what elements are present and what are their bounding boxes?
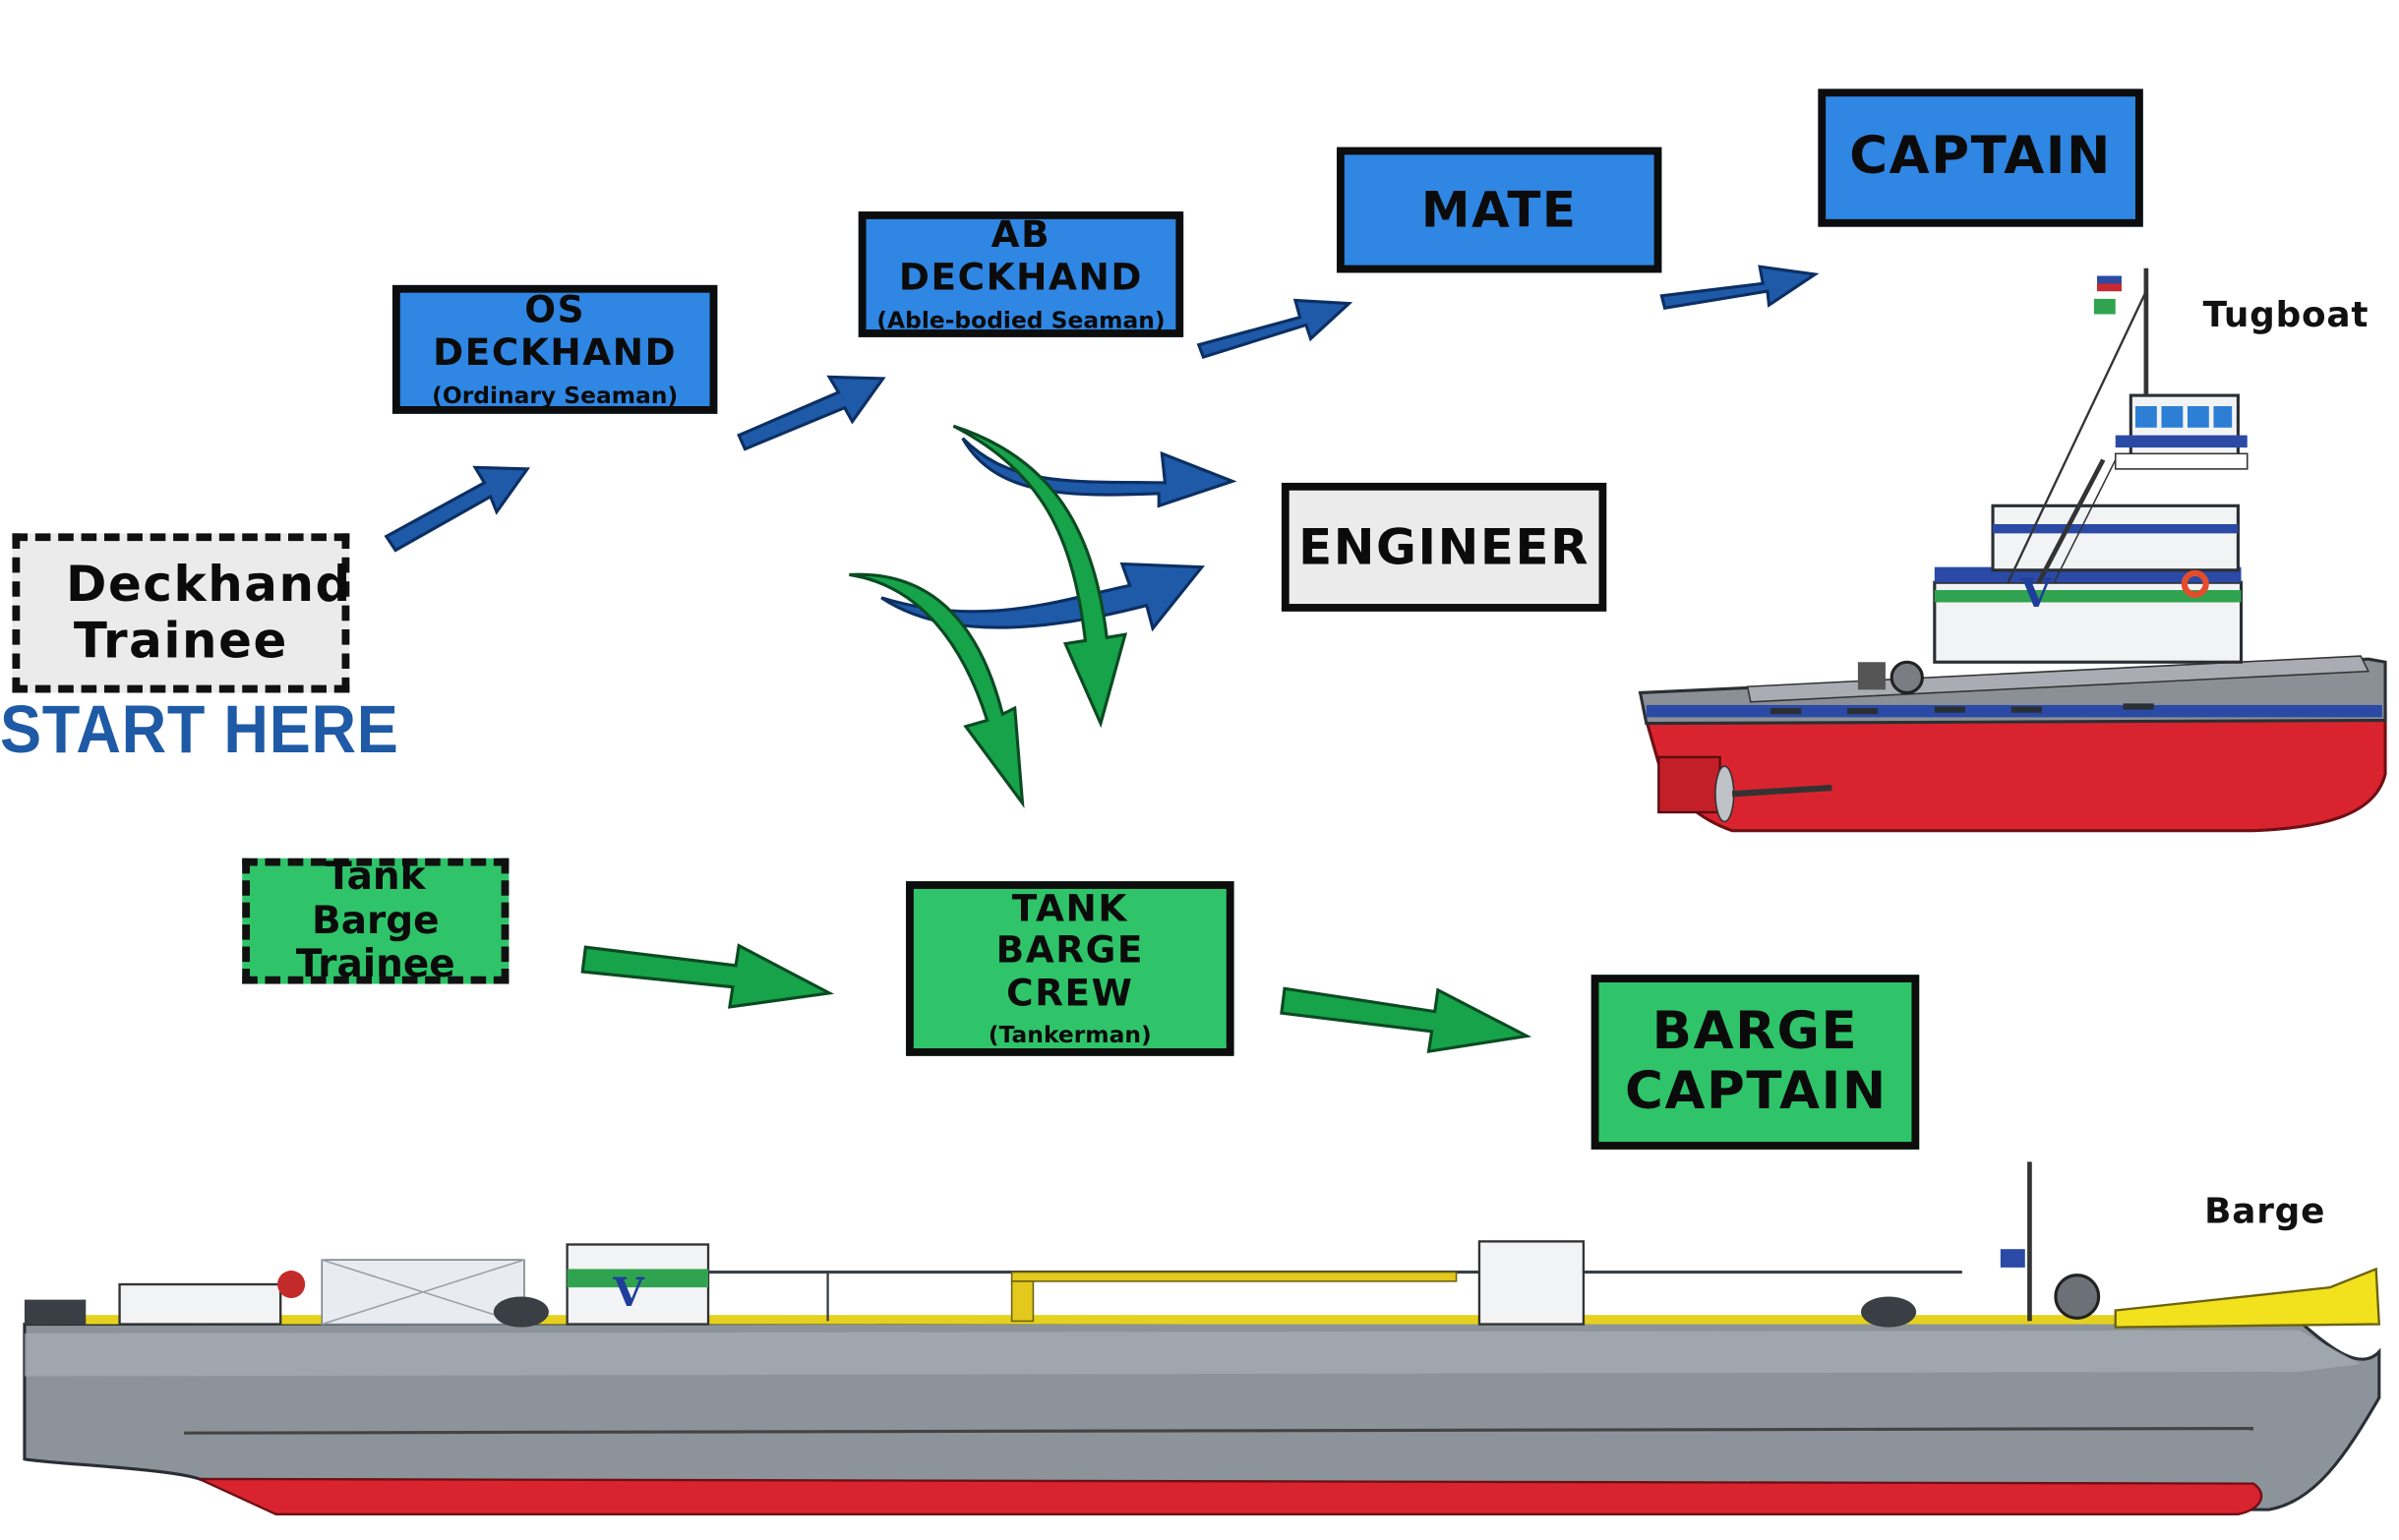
- arrow-tankcrew-to-bargecaptain: [1280, 986, 1532, 1053]
- arrow-os-to-tankcrew: [849, 572, 1025, 808]
- engineer-title: ENGINEER: [1298, 517, 1590, 576]
- arrow-ab-to-tankcrew: [952, 424, 1128, 729]
- barge-captain-box: BARGE CAPTAIN: [1590, 975, 1920, 1150]
- mate-title: MATE: [1420, 180, 1578, 239]
- deck-arrows: [384, 265, 1820, 632]
- ab-deckhand-box: AB DECKHAND (Able-bodied Seaman): [858, 211, 1184, 337]
- captain-box: CAPTAIN: [1818, 89, 2143, 227]
- arrow-trainee-to-tankcrew: [580, 943, 835, 1009]
- mate-box: MATE: [1337, 147, 1662, 273]
- tank-barge-crew-box: TANK BARGE CREW (Tankerman): [906, 881, 1234, 1056]
- tugboat-label: Tugboat: [2202, 295, 2369, 336]
- tank-barge-trainee-box: Tank Barge Trainee: [242, 854, 510, 986]
- barge-captain-title: BARGE CAPTAIN: [1625, 1000, 1888, 1122]
- tank-barge-trainee-title: Tank Barge Trainee: [295, 853, 455, 986]
- os-deckhand-subtitle: (Ordinary Seaman): [432, 381, 679, 409]
- arrow-tankcrew-to-engineer: [880, 562, 1206, 632]
- arrow-os-to-ab: [737, 375, 886, 451]
- tank-barge-crew-subtitle: (Tankerman): [988, 1021, 1152, 1049]
- ab-deckhand-title: AB DECKHAND: [898, 213, 1144, 299]
- arrow-mate-to-captain: [1659, 265, 1820, 311]
- deckhand-trainee-box: Deckhand Trainee: [12, 533, 350, 693]
- arrow-trainee-to-os: [384, 465, 531, 553]
- tugboat-logo: V: [2019, 569, 2053, 617]
- engineer-box: ENGINEER: [1281, 482, 1607, 612]
- os-deckhand-title: OS DECKHAND: [433, 288, 678, 375]
- os-deckhand-box: OS DECKHAND (Ordinary Seaman): [391, 284, 718, 414]
- arrow-ab-to-mate: [1196, 298, 1353, 360]
- barge-arrows: [580, 424, 1532, 1053]
- barge-label: Barge: [2204, 1192, 2326, 1233]
- tank-barge-crew-title: TANK BARGE CREW: [995, 886, 1144, 1015]
- captain-title: CAPTAIN: [1849, 126, 2112, 188]
- ab-deckhand-subtitle: (Able-bodied Seaman): [876, 306, 1166, 334]
- barge-logo: V: [612, 1269, 645, 1316]
- start-here-label: START HERE: [0, 692, 399, 768]
